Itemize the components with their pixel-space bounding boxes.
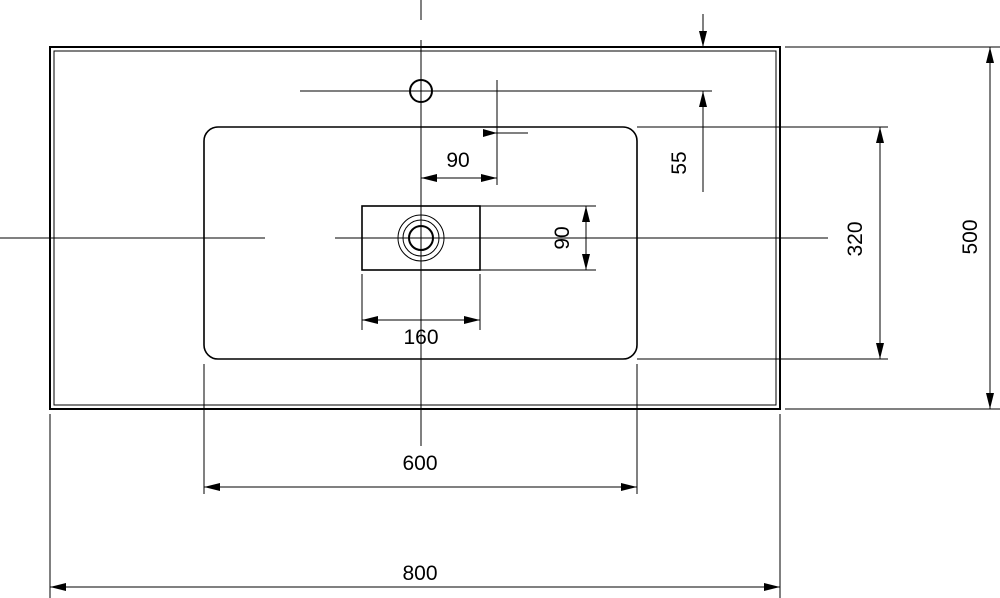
dim-label-tap-offset: 90: [446, 149, 469, 172]
dimension-tap-from-edge: 55: [668, 31, 707, 175]
countertop-outline: [49, 46, 781, 410]
dim-label-tap-from-edge: 55: [668, 151, 691, 174]
dimension-recess-depth: 90: [551, 206, 590, 270]
dim-label-overall-width: 800: [402, 562, 437, 585]
dim-label-recess-depth: 90: [551, 226, 574, 249]
dimension-overall-width: 800: [50, 562, 780, 591]
dim-label-basin-width: 600: [402, 452, 437, 475]
dimension-basin-width: 600: [204, 452, 637, 491]
dimension-overall-depth: 500: [959, 47, 994, 409]
center-lines: [0, 0, 828, 446]
dim-label-overall-depth: 500: [959, 219, 982, 254]
extension-lines: [49, 14, 1000, 598]
dimension-basin-depth: 320: [844, 127, 884, 359]
dim-label-recess-width: 160: [403, 326, 438, 349]
dimension-recess-width: 160: [362, 316, 480, 349]
dim-label-basin-depth: 320: [844, 221, 867, 256]
dimension-tap-offset: 90: [421, 129, 528, 182]
